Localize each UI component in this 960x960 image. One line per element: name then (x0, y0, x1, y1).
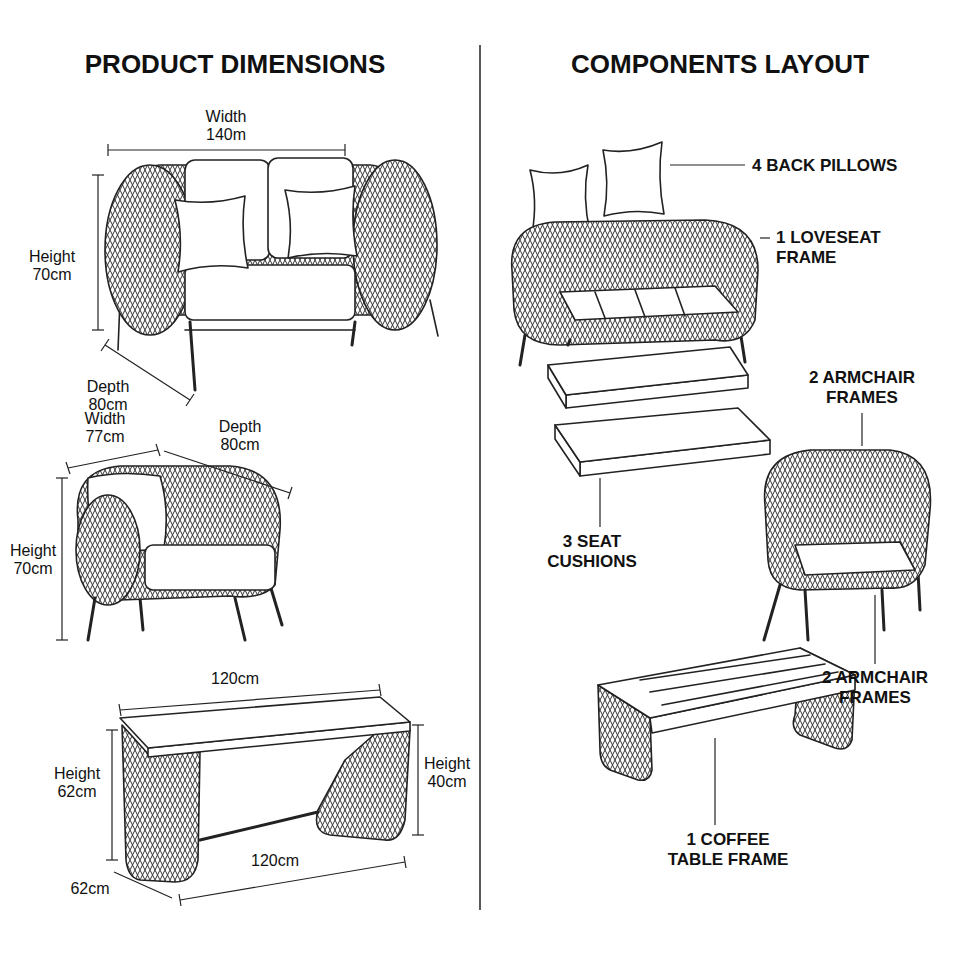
leader-line (861, 413, 862, 446)
dimension-label: Height 70cm (29, 248, 75, 285)
armchair-frame-seat (795, 542, 915, 575)
dimension-tick (412, 834, 424, 835)
dimension-tick (379, 684, 381, 696)
dimension-tick (92, 329, 104, 330)
component-label: 4 BACK PILLOWS (752, 156, 897, 176)
dimension-label: 120cm (251, 852, 299, 870)
width-dimension-line (68, 450, 158, 468)
dimension-tick (92, 174, 104, 175)
leader-line (874, 595, 875, 664)
table-dimension-lines (106, 684, 424, 906)
dimension-label: Height 40cm (424, 755, 470, 792)
armchair-frame-shell (765, 450, 931, 590)
table-frame-top (598, 648, 855, 718)
leader-line (714, 738, 715, 825)
dimension-label: Height 62cm (54, 765, 100, 802)
leader-line (599, 478, 600, 527)
loveseat-throw-pillow (175, 196, 248, 272)
dimension-tick (56, 477, 68, 478)
frame-leg (805, 590, 808, 640)
dimension-label: 62cm (70, 880, 109, 898)
section-heading: COMPONENTS LAYOUT (571, 50, 869, 80)
component-label: 3 SEAT CUSHIONS (537, 532, 647, 571)
back-pillow (603, 142, 664, 216)
length-dimension-line (120, 690, 380, 710)
loveseat-leg (190, 322, 195, 390)
height-dimension-line (111, 730, 112, 860)
height-dimension-line (97, 175, 98, 330)
section-heading: PRODUCT DIMENSIONS (85, 50, 385, 80)
dimension-tick (186, 394, 194, 406)
frame-leg (764, 585, 780, 640)
loveseat-leg (430, 300, 438, 336)
height-dimension-line (417, 725, 418, 835)
dimension-tick (288, 487, 292, 499)
height-dimension-line (61, 478, 62, 640)
dimension-tick (344, 144, 345, 156)
loveseat-frame-seat (560, 286, 738, 320)
loveseat-frame-shell (512, 220, 758, 345)
panel-divider (479, 45, 481, 910)
armchair-leg (270, 585, 282, 625)
component-label: 2 ARMCHAIR FRAMES (805, 668, 945, 707)
loveseat-throw-pillow (285, 186, 357, 258)
dimension-label: Height 70cm (10, 542, 56, 579)
loveseat-seat-cushion (185, 265, 355, 320)
seat-cushion (548, 347, 748, 395)
dimension-tick (106, 729, 118, 730)
leader-line (760, 237, 770, 238)
dimension-tick (106, 859, 118, 860)
dimension-tick (101, 339, 109, 351)
armchair-arm (76, 495, 140, 605)
dimension-tick (119, 704, 121, 716)
seat-cushion (555, 408, 770, 462)
armchair-drawing (76, 466, 282, 640)
dimension-tick (107, 144, 108, 156)
coffee-table-drawing (120, 697, 410, 882)
armchair-dimension-lines (56, 444, 292, 640)
component-label: 2 ARMCHAIR FRAMES (792, 368, 932, 407)
frame-leg (568, 340, 570, 345)
armchair-leg (140, 598, 143, 630)
dimension-label: 120cm (211, 670, 259, 688)
frame-leg (882, 590, 884, 630)
leader-line (670, 164, 745, 165)
table-top (120, 697, 410, 748)
armchair-leg (235, 598, 245, 640)
dimension-tick (156, 444, 160, 456)
depth-dimension-line (114, 872, 172, 898)
dimension-label: Width 77cm (85, 410, 126, 447)
dimension-label: Depth 80cm (219, 418, 262, 455)
dimension-tick (404, 856, 406, 868)
dimension-tick (179, 894, 181, 906)
frame-slats (640, 655, 838, 705)
frame-slats (595, 288, 685, 318)
loveseat-drawing (105, 158, 438, 390)
frame-leg (520, 335, 525, 365)
loveseat-leg (352, 322, 355, 345)
dimension-tick (56, 639, 68, 640)
loveseat-rail (185, 329, 355, 331)
dimension-label: Width 140m (206, 108, 247, 145)
loveseat-dimension-lines (92, 144, 345, 406)
dimension-tick (66, 462, 70, 474)
component-label: 1 COFFEE TABLE FRAME (661, 830, 796, 869)
table-right-panel (317, 725, 411, 840)
depth-dimension-line (164, 451, 290, 493)
armchair-seat-cushion (145, 545, 275, 590)
component-label: 1 LOVESEAT FRAME (776, 228, 916, 267)
dimension-tick (412, 724, 424, 725)
width-dimension-line (108, 149, 345, 150)
table-base-bar (200, 812, 318, 840)
armchair-leg (88, 598, 95, 640)
dimension-label: Depth 80cm (87, 378, 130, 415)
loveseat-right-arm (353, 160, 437, 330)
